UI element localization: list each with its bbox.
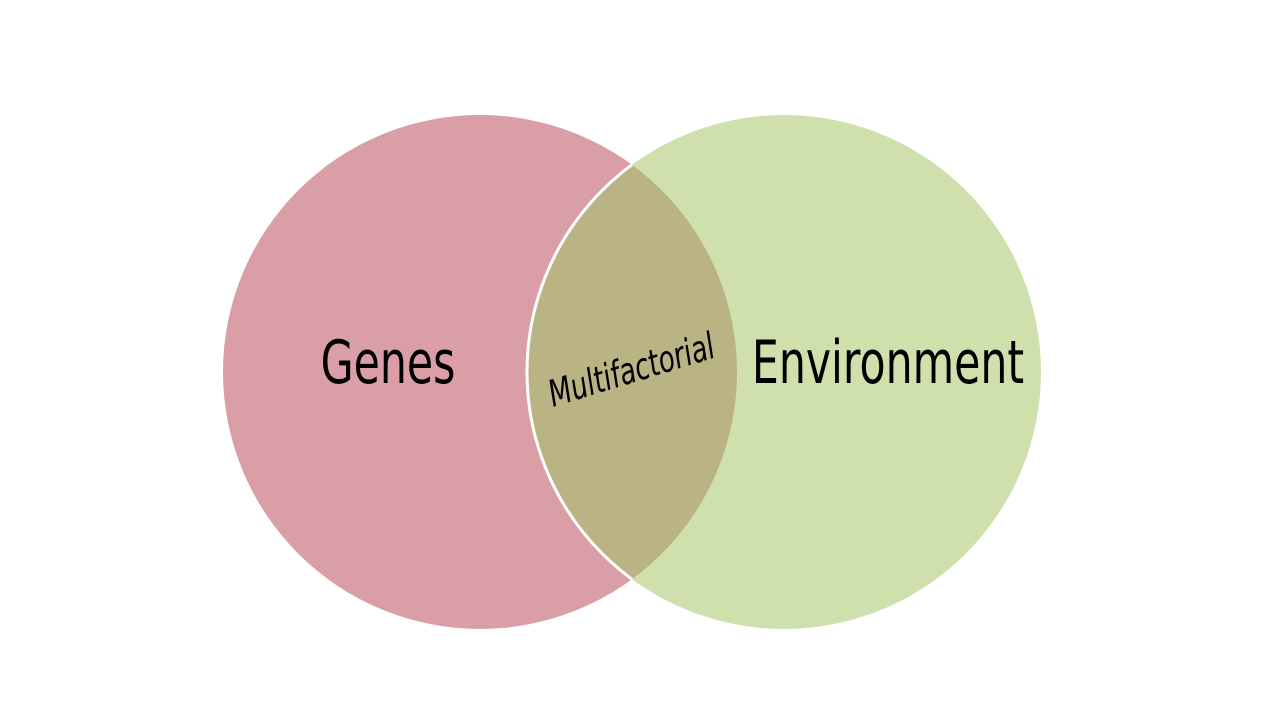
genes-label: Genes xyxy=(321,329,456,398)
environment-label: Environment xyxy=(752,329,1024,398)
intersection-region xyxy=(527,115,737,629)
intersection-outline xyxy=(525,115,737,629)
